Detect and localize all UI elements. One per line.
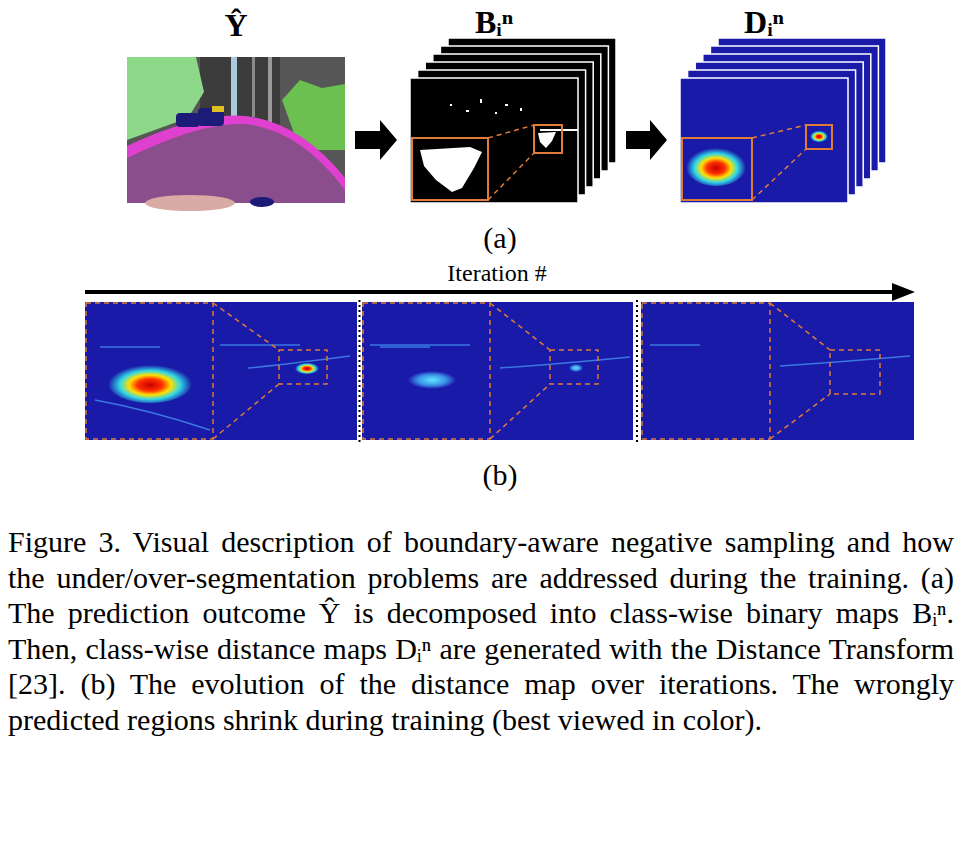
binary-map-front-part-part bbox=[520, 108, 522, 111]
binary-map-front-part-part bbox=[495, 112, 497, 114]
binary-map-front-part bbox=[488, 125, 534, 138]
binary-map-front-part-part bbox=[540, 129, 578, 131]
distance-map-front-part bbox=[686, 146, 746, 186]
panel-heading: Ŷ bbox=[127, 7, 345, 43]
evolution-panels-part bbox=[86, 303, 880, 439]
image-panel: Bᵢⁿ bbox=[410, 38, 616, 203]
segmentation-image bbox=[127, 57, 345, 211]
binary-map-front-part bbox=[450, 99, 578, 131]
segmentation-image-part bbox=[268, 57, 272, 122]
binary-map-front-part bbox=[534, 125, 562, 153]
evolution-panels-part-part bbox=[650, 344, 700, 346]
binary-map-front-part bbox=[420, 147, 482, 192]
evolution-panels-part bbox=[569, 364, 583, 372]
distance-map-front-part bbox=[752, 125, 806, 138]
evolution-panels-part-part bbox=[770, 394, 830, 439]
distance-map-front-part bbox=[806, 125, 832, 149]
evolution-panels-part-part bbox=[370, 344, 470, 346]
evolution-panels-part bbox=[85, 302, 357, 440]
segmentation-image-part bbox=[145, 195, 235, 211]
binary-map-front-part-part bbox=[505, 104, 508, 106]
evolution-panels-part-part bbox=[490, 384, 550, 439]
evolution-panels-part bbox=[408, 371, 456, 389]
evolution-panels-part bbox=[641, 302, 914, 440]
panel-heading: Bᵢⁿ bbox=[410, 4, 578, 40]
evolution-panels-part bbox=[359, 300, 361, 442]
evolution-panels-part-part bbox=[830, 350, 880, 394]
subfigure-label: (a) bbox=[483, 221, 516, 255]
evolution-panels-part-part bbox=[213, 303, 279, 350]
segmentation-image-part bbox=[231, 57, 237, 119]
evolution-panels-part-part bbox=[86, 303, 213, 439]
distance-map-front-part bbox=[810, 130, 828, 142]
distance-map-front bbox=[680, 78, 848, 203]
segmentation-image-part bbox=[252, 57, 255, 117]
axis-label: Iteration # bbox=[447, 260, 546, 287]
evolution-panels-part-part bbox=[500, 357, 630, 368]
binary-map-front-part-part bbox=[480, 99, 482, 103]
binary-map-front bbox=[410, 78, 578, 203]
binary-map-front-part bbox=[412, 138, 488, 200]
evolution-panels-part-part bbox=[100, 346, 160, 348]
segmentation-image-part bbox=[176, 113, 200, 127]
distance-map-front-part bbox=[752, 149, 806, 200]
evolution-panels-part-part bbox=[213, 384, 279, 439]
binary-map-front-part bbox=[538, 132, 556, 148]
segmentation-image-part bbox=[127, 116, 345, 203]
evolution-panels-part-part bbox=[95, 400, 210, 430]
evolution-panels-part-part bbox=[220, 344, 300, 346]
distance-map-front-part bbox=[680, 78, 848, 203]
panel-heading: Dᵢⁿ bbox=[680, 4, 848, 40]
binary-map-front-part bbox=[488, 153, 534, 200]
evolution-panels-part-part bbox=[642, 303, 770, 439]
evolution-panels-part bbox=[95, 345, 910, 430]
evolution-panels-part-part bbox=[770, 303, 830, 350]
block-arrow bbox=[626, 120, 667, 160]
evolution-panels-part bbox=[108, 363, 192, 403]
evolution-panels-part bbox=[295, 362, 319, 374]
image-panel: Dᵢⁿ bbox=[680, 40, 886, 203]
evolution-panels bbox=[85, 300, 914, 442]
evolution-panels-part-part bbox=[780, 356, 910, 366]
evolution-panels-part-part bbox=[550, 350, 598, 384]
figure-caption: Figure 3. Visual description of boundary… bbox=[8, 524, 954, 737]
subfigure-label: (b) bbox=[483, 458, 518, 492]
binary-map-front-part bbox=[410, 78, 578, 203]
segmentation-image-part bbox=[127, 57, 345, 203]
evolution-panels-part-part bbox=[363, 303, 490, 439]
segmentation-image-part bbox=[212, 106, 224, 112]
evolution-panels-part bbox=[362, 302, 633, 440]
image-panel: Ŷ bbox=[127, 57, 345, 203]
block-arrow bbox=[355, 120, 397, 160]
iteration-arrow-part bbox=[85, 290, 896, 294]
evolution-panels-part bbox=[636, 300, 638, 442]
evolution-panels-part-part bbox=[279, 350, 327, 384]
binary-map-front-part-part bbox=[466, 110, 469, 112]
distance-map-front-part bbox=[682, 138, 752, 200]
segmentation-image-part bbox=[127, 124, 345, 203]
iteration-arrow-part bbox=[892, 283, 915, 301]
evolution-panels-part-part bbox=[380, 346, 430, 348]
segmentation-image-part bbox=[250, 197, 274, 207]
evolution-panels-part-part bbox=[490, 303, 550, 350]
binary-map-front-part-part bbox=[450, 104, 452, 106]
